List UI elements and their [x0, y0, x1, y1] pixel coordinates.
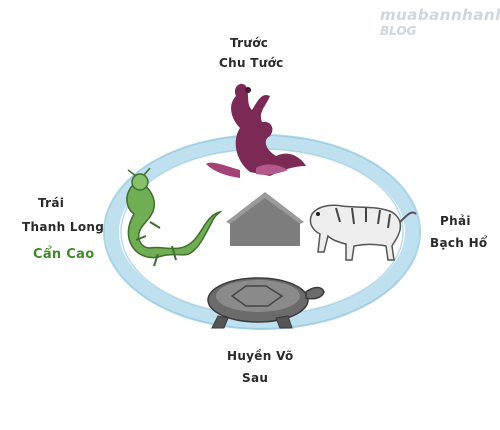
turtle-icon: [207, 277, 325, 329]
watermark-brand: muabannhanh: [380, 6, 500, 24]
label-left-direction: Trái: [38, 196, 65, 210]
label-left-name: Thanh Long: [22, 220, 105, 234]
label-left-note: Cẩn Cao: [33, 247, 95, 262]
label-right-name: Bạch Hổ: [430, 236, 488, 250]
tiger-icon: [309, 204, 417, 261]
phoenix-icon: [206, 83, 306, 178]
label-bottom-direction: Sau: [242, 371, 269, 385]
label-top-name: Chu Tước: [219, 56, 284, 70]
label-bottom-name: Huyền Võ: [227, 349, 294, 363]
watermark-sub: BLOG: [380, 24, 417, 38]
label-right-direction: Phải: [440, 214, 471, 228]
label-top-direction: Trước: [230, 36, 269, 50]
dragon-icon: [126, 167, 223, 267]
house-icon: [226, 192, 304, 246]
